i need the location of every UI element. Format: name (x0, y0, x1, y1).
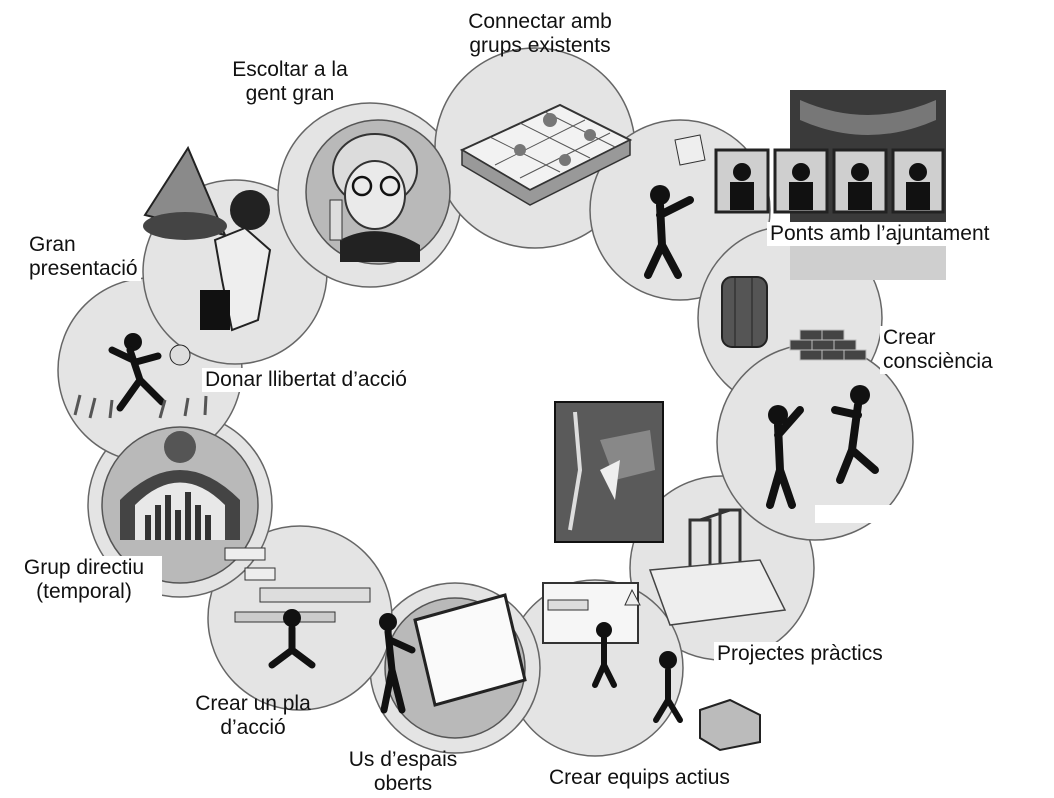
council-meeting-icon (714, 90, 946, 280)
step-label-equips: Crear equips actius (546, 766, 733, 790)
step-label-connectar: Connectar amb grups existents (468, 10, 612, 57)
step-label-escoltar: Escoltar a la gent gran (232, 58, 348, 105)
building-plans-icon (554, 401, 787, 626)
megaphone-icon (143, 145, 272, 332)
barrel-bricks-icon (721, 276, 945, 523)
step-label-ponts: Ponts amb l’ajuntament (767, 222, 993, 246)
running-figure-icon (73, 333, 208, 419)
step-label-espais: Us d’espais oberts (348, 748, 458, 795)
step-label-consciencia: Crear consciència (880, 326, 996, 374)
elderly-woman-phone-icon (329, 133, 420, 262)
step-label-llibertat: Donar llibertat d’acció (202, 368, 410, 392)
stadium-icon (120, 431, 240, 540)
team-boxes-icon (542, 582, 761, 752)
phone-figure-icon (644, 134, 706, 279)
step-label-pratics: Projectes pràctics (714, 642, 886, 666)
map-book-icon (459, 103, 633, 206)
calendar-plan-icon (224, 547, 371, 669)
flipchart-icon (379, 593, 527, 714)
step-label-presentacio: Gran presentació (26, 233, 141, 281)
step-label-directiu: Grup directiu (temporal) (6, 556, 162, 604)
step-label-pla: Crear un pla d’acció (195, 692, 311, 739)
